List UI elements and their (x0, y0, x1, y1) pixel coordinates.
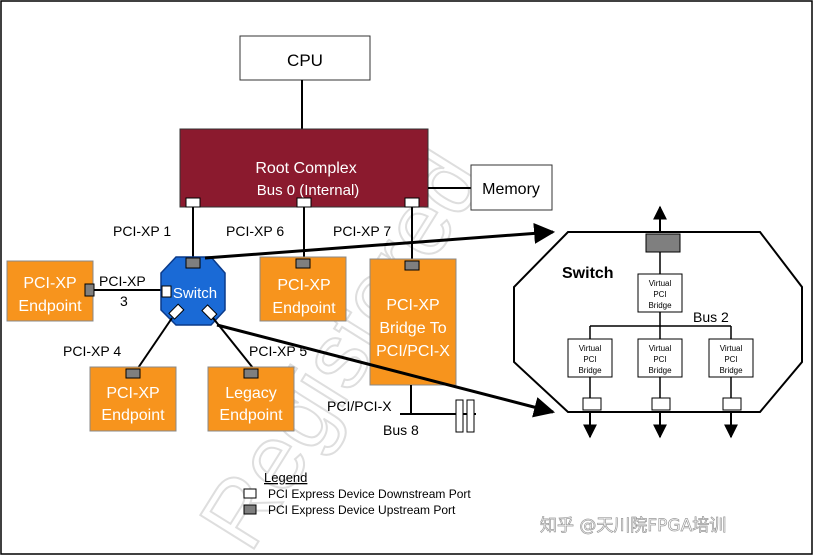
switch-detail-downstream-port-2 (651, 397, 671, 411)
legend-title: Legend (264, 470, 307, 485)
legend-upstream-swatch (243, 504, 257, 515)
cpu-label: CPU (287, 51, 323, 70)
endpoint-legacy: Legacy Endpoint (207, 366, 295, 432)
svg-text:PCI: PCI (653, 355, 666, 364)
downstream-port-1 (185, 197, 201, 208)
port-label-7: PCI-XP 7 (333, 223, 391, 239)
callout-arrow-bottom (216, 323, 556, 418)
root-complex: Root Complex Bus 0 (Internal) (179, 128, 429, 208)
root-complex-subtitle: Bus 0 (Internal) (257, 182, 360, 199)
endpoint-middle-line-1: PCI-XP (277, 277, 330, 294)
virtual-pci-bridge-2: Virtual PCI Bridge (637, 338, 683, 378)
switch-detail-downstream-port-3 (722, 397, 742, 411)
svg-text:Bridge: Bridge (648, 301, 672, 310)
pci-slot-2 (466, 399, 475, 433)
port-label-4: PCI-XP 4 (63, 343, 121, 359)
bridge-line-1: PCI-XP (386, 297, 439, 314)
upstream-port-bottom-left-endpoint (125, 368, 141, 379)
upstream-port-left-endpoint (84, 283, 95, 297)
callout-arrow-top (204, 222, 556, 260)
pci-bus-label: PCI/PCI-X (327, 398, 392, 414)
cpu-box: CPU (239, 35, 371, 81)
switch-detail-downstream-port-1 (582, 397, 602, 411)
legend-upstream-label: PCI Express Device Upstream Port (268, 503, 456, 517)
svg-text:Bridge: Bridge (648, 366, 672, 375)
endpoint-middle-line-2: Endpoint (272, 300, 336, 317)
virtual-pci-bridge-top: Virtual PCI Bridge (637, 273, 683, 313)
upstream-port-bridge (404, 260, 420, 271)
svg-text:Virtual: Virtual (649, 344, 672, 353)
switch-upstream-port (185, 257, 201, 269)
svg-text:PCI: PCI (653, 290, 666, 299)
endpoint-left-line-2: Endpoint (18, 298, 82, 315)
endpoint-middle: PCI-XP Endpoint (259, 256, 347, 322)
switch-downstream-port-5 (201, 304, 218, 321)
switch-downstream-port-4 (168, 303, 185, 320)
port-label-3-line-1: PCI-XP (99, 273, 146, 289)
port-label-5: PCI-XP 5 (249, 343, 307, 359)
svg-text:Bridge: Bridge (719, 366, 743, 375)
bridge-line-3: PCI/PCI-X (376, 343, 450, 360)
legend-downstream-label: PCI Express Device Downstream Port (268, 487, 471, 501)
switch-downstream-port-3 (161, 285, 172, 298)
upstream-port-legacy-endpoint (243, 368, 259, 379)
svg-text:Bridge: Bridge (578, 366, 602, 375)
downstream-port-7 (404, 197, 420, 208)
endpoint-left-line-1: PCI-XP (23, 275, 76, 292)
endpoint-left: PCI-XP Endpoint (6, 260, 95, 322)
footer-credit: 知乎 @天川院FPGA培训 (540, 516, 726, 536)
svg-text:PCI: PCI (724, 355, 737, 364)
switch-detail: Switch Virtual PCI Bridge Bus 2 Virtual … (513, 205, 803, 439)
endpoint-legacy-line-2: Endpoint (219, 407, 283, 424)
port-label-1: PCI-XP 1 (113, 223, 171, 239)
endpoint-bottom-left: PCI-XP Endpoint (89, 366, 177, 432)
root-complex-title: Root Complex (255, 160, 356, 177)
endpoint-bottom-left-line-2: Endpoint (101, 407, 165, 424)
switch-label: Switch (173, 285, 217, 302)
legend: Legend PCI Express Device Downstream Por… (243, 470, 471, 517)
svg-text:PCI: PCI (583, 355, 596, 364)
switch-detail-outline (513, 231, 803, 413)
upstream-port-middle-endpoint (295, 258, 311, 269)
link-switch-endpoint-4 (137, 317, 173, 369)
internal-bus-label: Bus 2 (693, 309, 729, 325)
bridge-to-pci: PCI-XP Bridge To PCI/PCI-X (369, 258, 457, 386)
endpoint-legacy-line-1: Legacy (225, 385, 277, 402)
downstream-port-6 (296, 197, 312, 208)
endpoint-bottom-left-line-1: PCI-XP (106, 385, 159, 402)
pci-bus-number: Bus 8 (383, 422, 419, 438)
legend-downstream-swatch (243, 488, 257, 499)
switch-detail-upstream-port (645, 233, 681, 253)
bridge-line-2: Bridge To (379, 320, 446, 337)
port-label-3-line-2: 3 (120, 293, 128, 309)
svg-text:Virtual: Virtual (649, 279, 672, 288)
switch-detail-title: Switch (562, 265, 614, 282)
virtual-pci-bridge-1: Virtual PCI Bridge (567, 338, 613, 378)
memory-box: Memory (470, 164, 553, 211)
svg-text:Virtual: Virtual (720, 344, 743, 353)
pci-slot-1 (455, 399, 464, 433)
svg-text:Virtual: Virtual (579, 344, 602, 353)
memory-label: Memory (482, 181, 540, 198)
switch-node: Switch (160, 256, 226, 326)
virtual-pci-bridge-3: Virtual PCI Bridge (708, 338, 754, 378)
port-label-6: PCI-XP 6 (226, 223, 284, 239)
